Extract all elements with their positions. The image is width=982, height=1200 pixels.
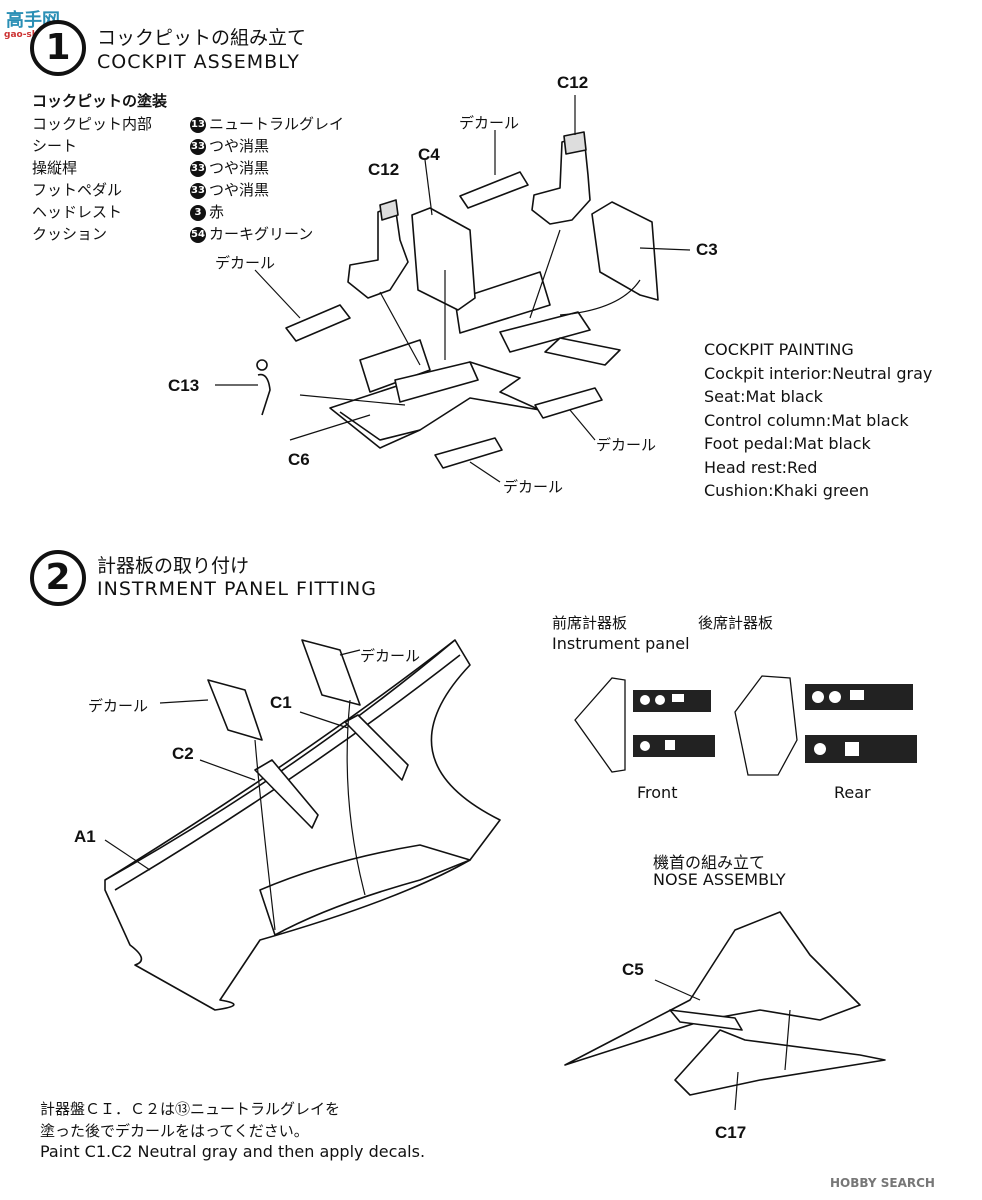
- label-decal: デカール: [596, 436, 657, 454]
- cockpit-opening: [259, 844, 471, 936]
- front-bulkhead: [359, 339, 431, 393]
- rear-console: [499, 311, 591, 353]
- paint-code-badge: 54: [190, 226, 206, 243]
- label-a1: A1: [74, 827, 96, 846]
- painting-en-item: Head rest:Red: [704, 457, 818, 477]
- nose-c5: [564, 911, 861, 1066]
- painting-part: シート: [32, 137, 78, 155]
- step2-title-jp: 計器板の取り付け: [97, 555, 250, 577]
- painting-en-item: Foot pedal:Mat black: [704, 434, 871, 453]
- rear-bulkhead: [454, 271, 551, 334]
- note-en: Paint C1.C2 Neutral gray and then apply …: [40, 1142, 426, 1161]
- rear-panel-outline: [734, 675, 798, 776]
- label-c5: C5: [622, 960, 644, 979]
- decal-piece: [434, 437, 503, 469]
- painting-list-en: COCKPIT PAINTING Cockpit interior:Neutra…: [704, 338, 932, 503]
- label-c12-left: C12: [368, 160, 400, 179]
- watermark-hobbysearch: HOBBY SEARCH: [830, 1176, 935, 1190]
- paint-code-badge: 3: [190, 204, 206, 221]
- decal-piece: [207, 679, 263, 741]
- paint-code-badge: 33: [190, 160, 206, 177]
- label-decal: デカール: [88, 697, 149, 715]
- step1-number: 1: [30, 20, 86, 76]
- label-c17: C17: [715, 1123, 747, 1142]
- painting-en-item: Cushion:Khaki green: [704, 481, 869, 500]
- step1-title-en: COCKPIT ASSEMBLY: [97, 51, 300, 73]
- paint-code-badge: 33: [190, 182, 206, 199]
- step1-title-jp: コックピットの組み立て: [97, 27, 307, 49]
- front-console: [394, 361, 479, 403]
- decal-piece: [285, 304, 351, 342]
- painting-en-header: COCKPIT PAINTING: [704, 340, 854, 359]
- front-panel-outline: [574, 677, 626, 773]
- note-jp-line1: 計器盤ＣＩ．Ｃ２は⑬ニュートラルグレイを: [40, 1100, 341, 1118]
- painting-part: コックピット内部: [32, 115, 153, 133]
- label-c1: C1: [270, 693, 292, 712]
- seat-c12-left: [347, 204, 409, 299]
- painting-part: クッション: [32, 225, 108, 243]
- instrument-panel-title-en: Instrument panel: [552, 634, 690, 653]
- seat-c12-right: [531, 135, 591, 225]
- painting-color-name: つや消黒: [209, 159, 270, 177]
- painting-en-item: Seat:Mat black: [704, 387, 823, 406]
- front-label: Front: [637, 783, 678, 802]
- painting-color-name: 赤: [209, 203, 225, 221]
- part-c1: [344, 714, 409, 781]
- painting-color-name: カーキグリーン: [209, 225, 314, 243]
- label-c6: C6: [288, 450, 310, 469]
- label-c12-right: C12: [557, 73, 589, 92]
- paint-code-badge: 33: [190, 138, 206, 155]
- painting-header-jp: コックピットの塗装: [32, 92, 168, 110]
- label-c13: C13: [168, 376, 200, 395]
- part-c2: [254, 759, 319, 829]
- instrument-panel-decals: [633, 684, 917, 763]
- control-column-c13: [257, 373, 271, 416]
- label-c2: C2: [172, 744, 194, 763]
- label-c3: C3: [696, 240, 718, 259]
- painting-color-name: ニュートラルグレイ: [209, 115, 345, 133]
- decal-piece: [534, 387, 603, 419]
- painting-part: フットペダル: [32, 181, 123, 199]
- painting-color-name: つや消黒: [209, 137, 270, 155]
- painting-en-item: Cockpit interior:Neutral gray: [704, 363, 933, 383]
- front-panel-title-jp: 前席計器板: [552, 614, 628, 632]
- painting-part: ヘッドレスト: [32, 203, 123, 221]
- part-c3: [591, 201, 659, 301]
- rear-panel-title-jp: 後席計器板: [698, 614, 774, 632]
- rear-deck: [544, 337, 621, 366]
- decal-piece: [301, 639, 361, 706]
- rear-label: Rear: [834, 783, 871, 802]
- painting-en-item: Control column:Mat black: [704, 410, 909, 430]
- painting-part: 操縦桿: [32, 159, 78, 177]
- paint-code-badge: 13: [190, 116, 206, 133]
- label-decal: デカール: [215, 254, 276, 272]
- label-c4: C4: [418, 145, 440, 164]
- step2-number: 2: [30, 550, 86, 606]
- nose-title-jp: 機首の組み立て: [653, 853, 766, 872]
- label-decal: デカール: [503, 478, 564, 496]
- step2-title-en: INSTRMENT PANEL FITTING: [97, 578, 377, 600]
- nose-c17: [674, 1029, 886, 1096]
- fuselage-a1: [104, 639, 501, 1011]
- note-jp-line2: 塗った後でデカールをはってください。: [40, 1122, 309, 1140]
- nose-title-en: NOSE ASSEMBLY: [653, 870, 786, 889]
- decal-piece: [459, 171, 529, 209]
- label-decal: デカール: [360, 647, 421, 665]
- part-c4: [411, 207, 476, 311]
- painting-color-name: つや消黒: [209, 181, 270, 199]
- label-decal: デカール: [459, 114, 520, 132]
